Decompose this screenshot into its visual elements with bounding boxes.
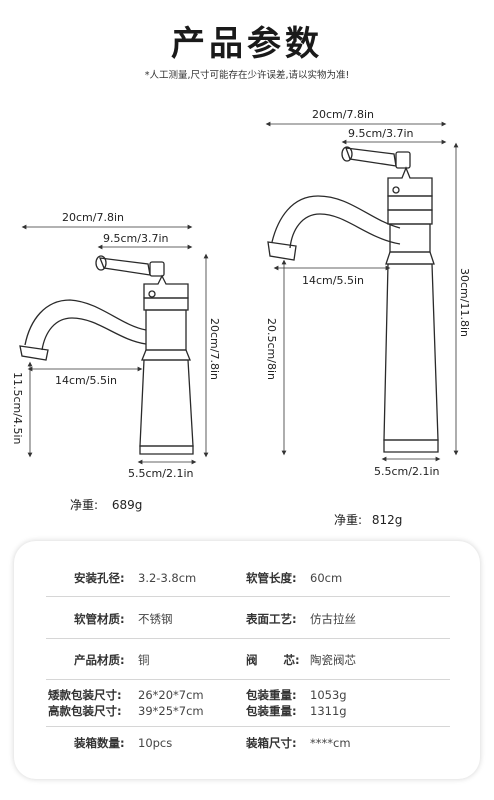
spec-label-short-package: 矮款包装尺寸: bbox=[48, 688, 122, 702]
spec-value-material: 铜 bbox=[138, 653, 150, 667]
left-height-total: 20cm/7.8in bbox=[208, 318, 221, 380]
left-spout-reach: 14cm/5.5in bbox=[55, 374, 117, 387]
right-net-weight: 净重: 812g bbox=[334, 511, 402, 528]
right-width-total: 20cm/7.8in bbox=[312, 108, 374, 121]
spec-value-carton-qty: 10pcs bbox=[138, 736, 173, 750]
spec-label-tall-package: 高款包装尺寸: bbox=[48, 704, 122, 718]
spec-label-hose-material: 软管材质: bbox=[74, 612, 125, 626]
spec-value-finish: 仿古拉丝 bbox=[310, 612, 356, 626]
spec-label-package-weight-tall: 包装重量: bbox=[246, 704, 297, 718]
spec-value-short-package: 26*20*7cm bbox=[138, 688, 204, 702]
page-title: 产品参数 bbox=[171, 24, 323, 64]
spec-label-valve-core: 阀 芯: bbox=[246, 653, 300, 667]
left-spout-height: 11.5cm/4.5in bbox=[11, 372, 24, 445]
row-divider bbox=[46, 596, 450, 597]
faucet-dimension-drawing: 20cm/7.8in 9.5cm/3.7in 14cm/5.5in 5.5cm/… bbox=[11, 108, 471, 480]
spec-value-hole: 3.2-3.8cm bbox=[138, 571, 197, 585]
right-height-total: 30cm/11.8in bbox=[458, 268, 471, 337]
right-spout-height: 20.5cm/8in bbox=[265, 318, 278, 380]
spec-label-hole: 安装孔径: bbox=[74, 571, 125, 585]
right-spout-reach: 14cm/5.5in bbox=[302, 274, 364, 287]
spec-label-carton-size: 装箱尺寸: bbox=[246, 736, 297, 750]
spec-value-tall-package: 39*25*7cm bbox=[138, 704, 204, 718]
spec-label-finish: 表面工艺: bbox=[246, 612, 297, 626]
left-weight-label: 净重: bbox=[70, 498, 99, 512]
right-faucet-outline bbox=[267, 146, 439, 453]
spec-value-carton-size: ****cm bbox=[310, 736, 351, 750]
row-divider bbox=[46, 726, 450, 727]
spec-table: 安装孔径: 3.2-3.8cm 软管长度: 60cm 软管材质: 不锈钢 表面工… bbox=[14, 541, 480, 779]
left-weight-value: 689g bbox=[111, 498, 143, 512]
right-handle-length: 9.5cm/3.7in bbox=[348, 127, 414, 140]
row-divider bbox=[46, 679, 450, 680]
spec-label-carton-qty: 装箱数量: bbox=[74, 736, 125, 750]
measurement-note: *人工测量,尺寸可能存在少许误差,请以实物为准! bbox=[144, 70, 350, 81]
left-handle-length: 9.5cm/3.7in bbox=[103, 232, 169, 245]
spec-value-package-weight-short: 1053g bbox=[310, 688, 347, 702]
spec-value-hose-material: 不锈钢 bbox=[138, 612, 173, 626]
left-net-weight: 净重: 689g bbox=[70, 496, 142, 513]
left-faucet-outline bbox=[19, 255, 194, 455]
right-weight-label: 净重: bbox=[334, 513, 363, 527]
spec-value-valve-core: 陶瓷阀芯 bbox=[310, 653, 356, 667]
spec-label-hose-length: 软管长度: bbox=[246, 571, 297, 585]
right-base-width: 5.5cm/2.1in bbox=[374, 465, 440, 478]
left-base-width: 5.5cm/2.1in bbox=[128, 467, 194, 480]
row-divider bbox=[46, 638, 450, 639]
left-width-total: 20cm/7.8in bbox=[62, 211, 124, 224]
spec-value-package-weight-tall: 1311g bbox=[310, 704, 347, 718]
spec-label-material: 产品材质: bbox=[74, 653, 125, 667]
spec-value-hose-length: 60cm bbox=[310, 571, 343, 585]
right-weight-value: 812g bbox=[371, 513, 403, 527]
spec-label-package-weight-short: 包装重量: bbox=[246, 688, 297, 702]
